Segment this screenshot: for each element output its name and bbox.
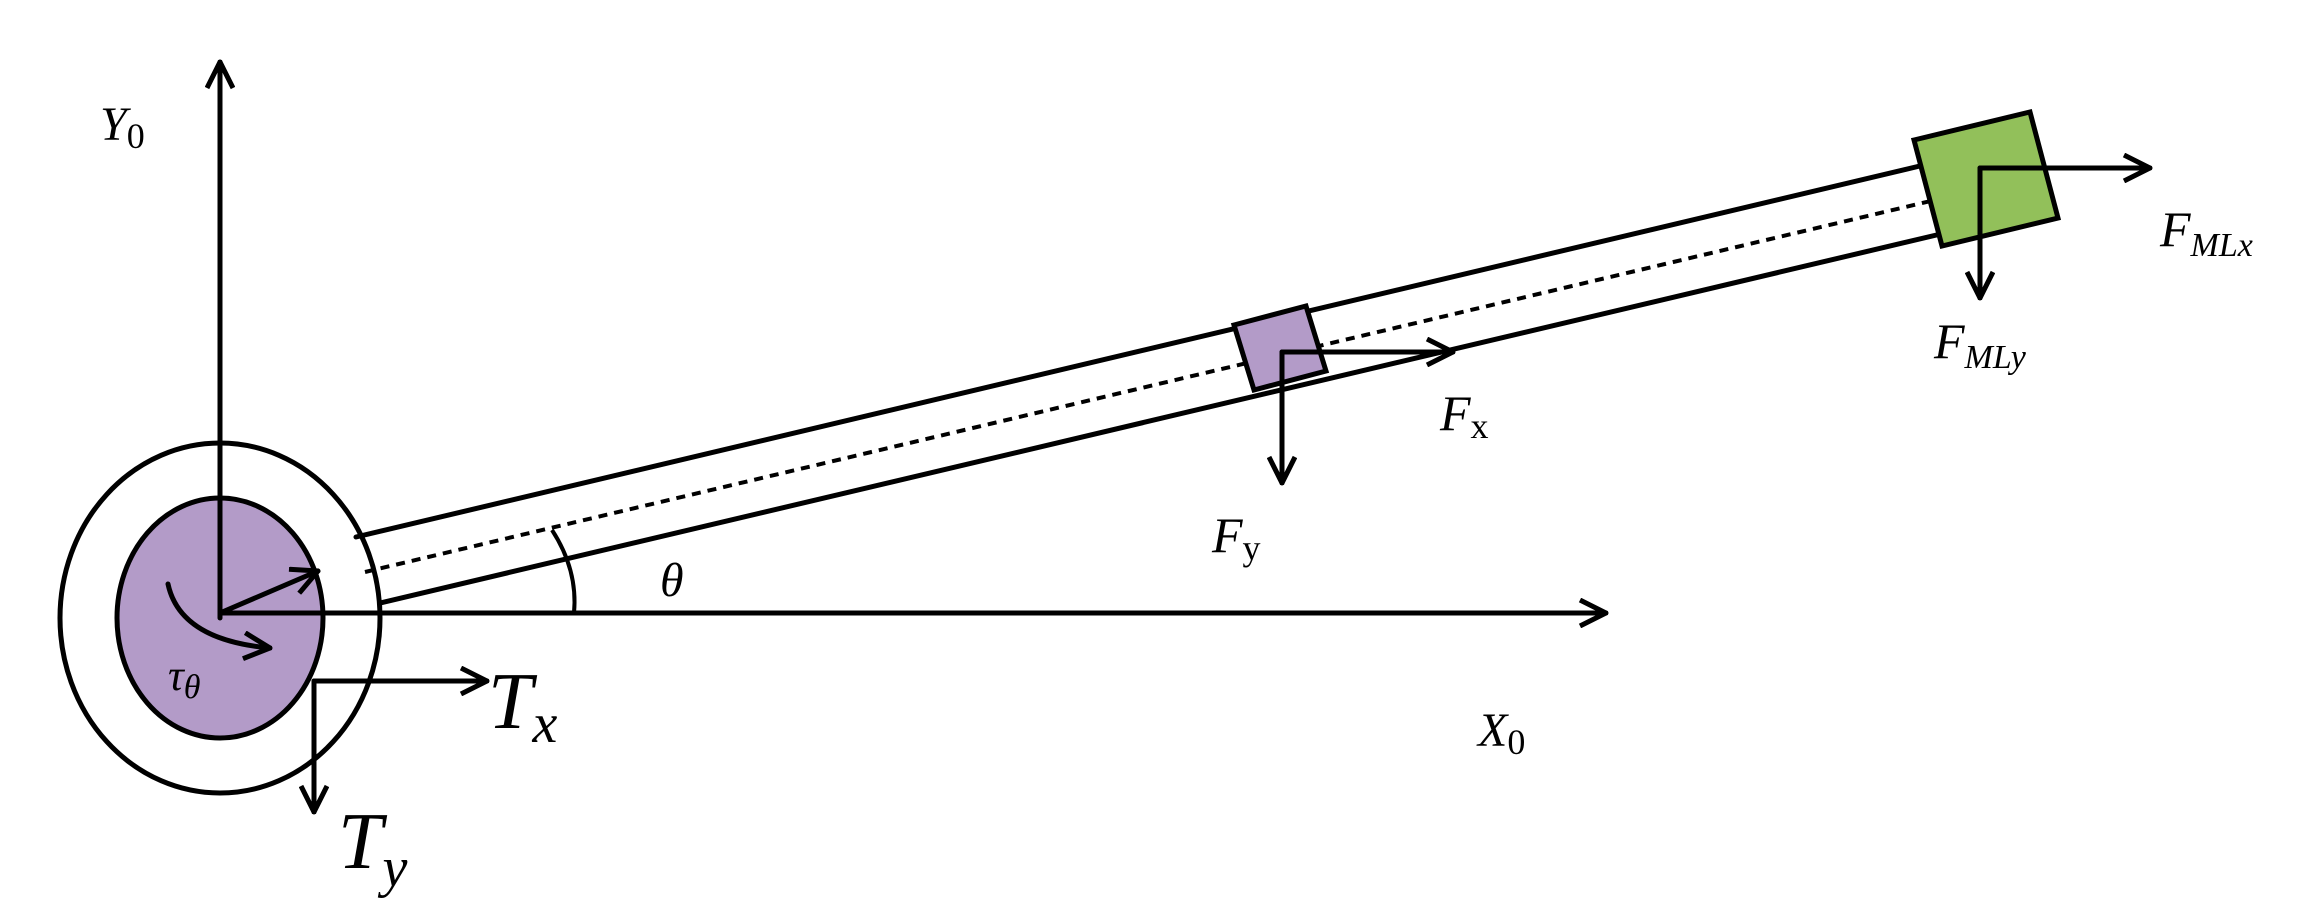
- fmly-label: FMLy: [1933, 313, 2027, 376]
- angle-arc: [550, 528, 577, 614]
- beam-bottom-edge: [377, 230, 1948, 606]
- end-mass: [1910, 108, 2062, 250]
- y-axis-label: Y0: [100, 98, 145, 156]
- torque-label: τθ: [168, 651, 200, 706]
- torque-arc-arrow: [165, 581, 270, 648]
- x-axis-label: X0: [1476, 704, 1525, 762]
- fy-label: Fy: [1211, 507, 1261, 568]
- beam-centerline: [364, 198, 1936, 574]
- fx-label: Fx: [1439, 385, 1489, 446]
- fmlx-label: FMLx: [2159, 201, 2253, 264]
- ty-label: Ty: [338, 798, 408, 899]
- slider-mass: [1230, 302, 1330, 394]
- beam-top-edge: [353, 162, 1927, 540]
- angle-label: θ: [660, 554, 684, 607]
- hub-radial-arrow: [217, 571, 318, 616]
- tx-label: Tx: [488, 658, 558, 755]
